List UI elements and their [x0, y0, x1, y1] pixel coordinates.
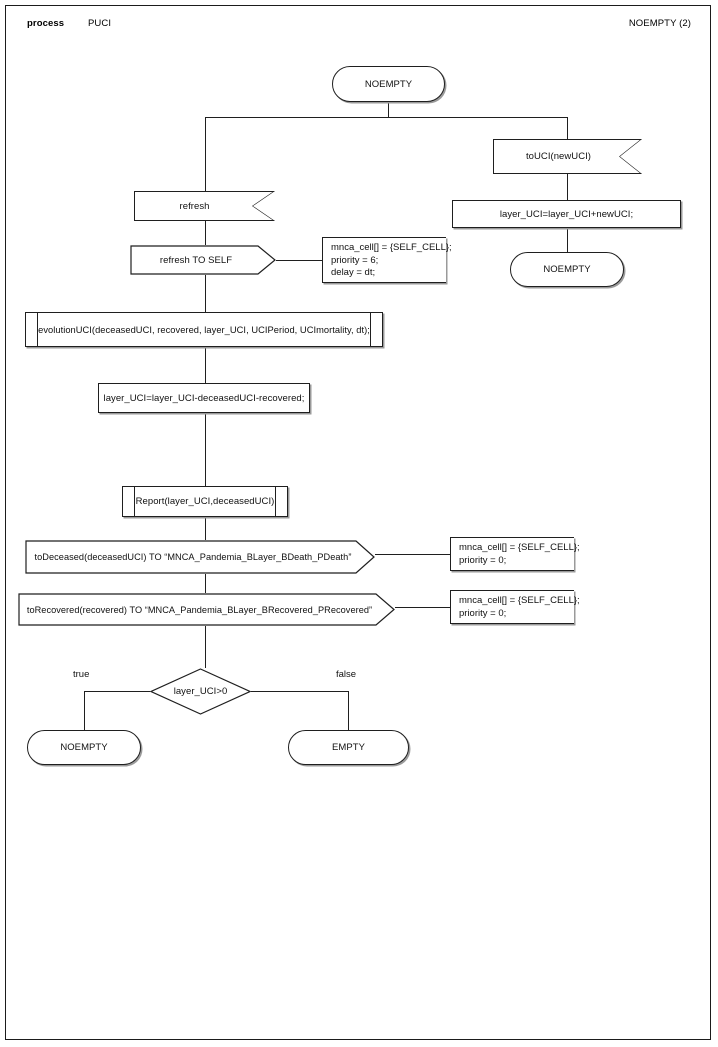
connector-comment-deceased	[374, 554, 450, 555]
task-layer-subtract[interactable]: layer_UCI=layer_UCI-deceasedUCI-recovere…	[98, 383, 310, 413]
output-to-recovered[interactable]: toRecovered(recovered) TO “MNCA_Pandemia…	[18, 593, 395, 626]
task-label: layer_UCI=layer_UCI-deceasedUCI-recovere…	[103, 392, 305, 404]
state-label: EMPTY	[332, 742, 365, 753]
diamond-shape-icon	[150, 668, 251, 715]
output-to-deceased[interactable]: toDeceased(deceasedUCI) TO “MNCA_Pandemi…	[25, 540, 375, 574]
connector-comment-refresh	[272, 260, 322, 261]
connector-split-horizontal	[205, 117, 568, 118]
header-kind-label: process	[27, 18, 65, 29]
input-touci[interactable]: toUCI(newUCI)	[493, 139, 642, 174]
task-layer-add[interactable]: layer_UCI=layer_UCI+newUCI;	[452, 200, 681, 228]
procedure-label: Report(layer_UCI,deceasedUCI)	[135, 496, 275, 507]
state-end-noempty-true[interactable]: NOEMPTY	[27, 730, 141, 765]
input-label: refresh	[179, 200, 210, 212]
output-label: refresh TO SELF	[159, 254, 233, 266]
comment-line: delay = dt;	[331, 267, 376, 278]
comment-recovered: mnca_cell[] = {SELF_CELL}; priority = 0;	[450, 590, 580, 624]
procedure-call-report[interactable]: Report(layer_UCI,deceasedUCI)	[122, 486, 288, 517]
state-end-noempty-right[interactable]: NOEMPTY	[510, 252, 624, 287]
connector-recovered-to-decision	[205, 626, 206, 691]
state-label: NOEMPTY	[364, 78, 413, 90]
output-shape-icon	[18, 593, 395, 626]
comment-deceased: mnca_cell[] = {SELF_CELL}; priority = 0;	[450, 537, 580, 571]
connector-report-to-deceased	[205, 517, 206, 540]
connector-left-branch-down	[205, 117, 206, 191]
connector-false-down	[348, 691, 349, 731]
procedure-label: evolutionUCI(deceasedUCI, recovered, lay…	[38, 324, 370, 335]
edge-label-false: false	[336, 669, 357, 680]
comment-line: mnca_cell[] = {SELF_CELL};	[459, 542, 580, 553]
connector-proc-to-task	[205, 347, 206, 383]
procedure-call-evolution-uci[interactable]: evolutionUCI(deceasedUCI, recovered, lay…	[25, 312, 383, 347]
output-label: toRecovered(recovered) TO “MNCA_Pandemia…	[26, 604, 373, 615]
connector-refresh-to-output	[205, 220, 206, 245]
connector-true-horizontal	[84, 691, 160, 692]
comment-line: priority = 0;	[459, 554, 507, 566]
input-label: toUCI(newUCI)	[525, 151, 592, 162]
header-page-label: NOEMPTY (2)	[628, 18, 691, 29]
connector-true-down	[84, 691, 85, 731]
output-shape-icon	[130, 245, 276, 275]
task-label: layer_UCI=layer_UCI+newUCI;	[499, 208, 634, 220]
comment-line: priority = 6;	[331, 254, 379, 266]
connector-deceased-to-recovered	[205, 574, 206, 593]
edge-label-true: true	[73, 669, 90, 680]
state-end-empty-false[interactable]: EMPTY	[288, 730, 409, 765]
output-label: toDeceased(deceasedUCI) TO “MNCA_Pandemi…	[34, 552, 352, 562]
comment-line: mnca_cell[] = {SELF_CELL};	[459, 595, 580, 606]
comment-line: mnca_cell[] = {SELF_CELL};	[331, 242, 452, 253]
connector-task-to-report	[205, 413, 206, 486]
connector-false-horizontal	[250, 691, 348, 692]
comment-line: priority = 0;	[459, 607, 507, 619]
decision-label: layer_UCI>0	[173, 686, 228, 697]
connector-task-to-noempty	[567, 227, 568, 252]
connector-output-to-proc	[205, 274, 206, 312]
output-shape-icon	[25, 540, 375, 574]
header-process-name: PUCI	[88, 18, 112, 29]
state-label: NOEMPTY	[60, 742, 108, 753]
connector-touci-to-task	[567, 173, 568, 200]
connector-right-branch-down	[567, 117, 568, 139]
connector-start-down	[388, 101, 389, 118]
page-border-frame	[5, 5, 711, 1040]
output-refresh-to-self[interactable]: refresh TO SELF	[130, 245, 276, 275]
decision-layer-gt-zero[interactable]: layer_UCI>0	[150, 668, 251, 715]
state-start-noempty[interactable]: NOEMPTY	[332, 66, 445, 102]
connector-comment-recovered	[394, 607, 450, 608]
comment-refresh: mnca_cell[] = {SELF_CELL}; priority = 6;…	[322, 237, 452, 283]
state-label: NOEMPTY	[543, 264, 591, 275]
